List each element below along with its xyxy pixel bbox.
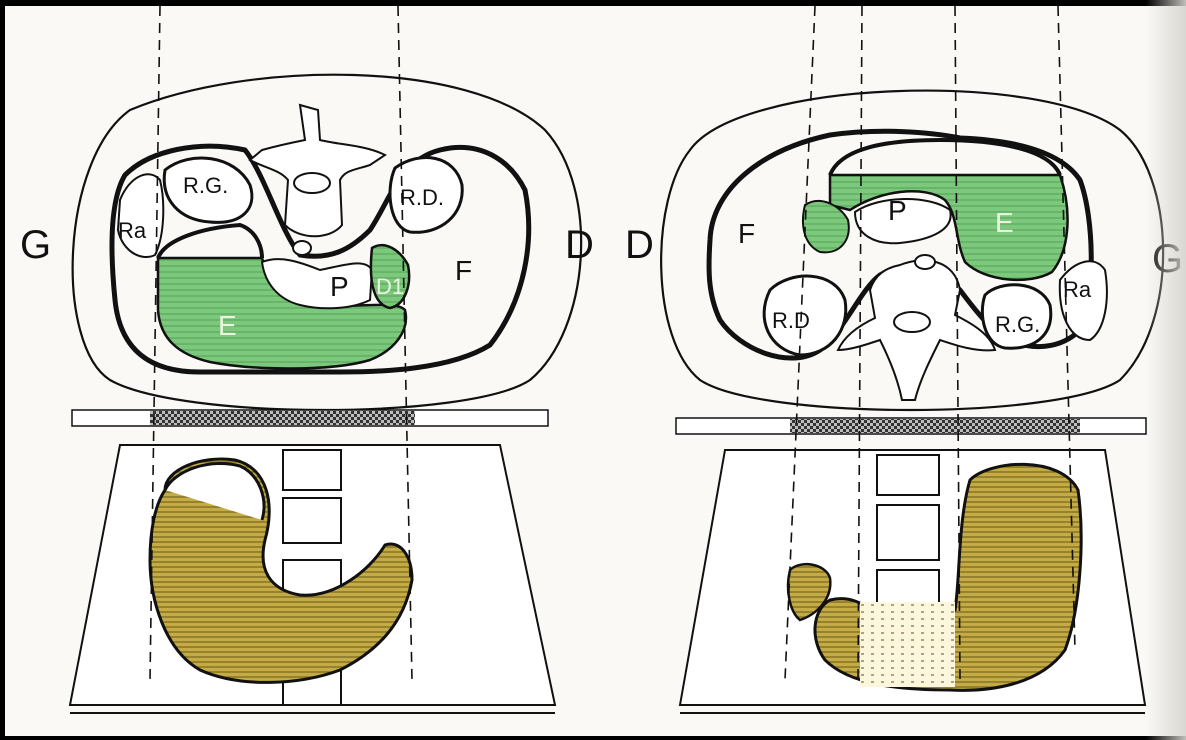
left-label-ra: Ra [118,218,147,243]
right-label-e: E [995,207,1014,238]
right-label-f: F [738,218,755,249]
right-label-rd: R.D [772,308,810,333]
right-label-ra: Ra [1063,277,1092,302]
right-side-d: D [625,223,654,267]
right-stomach-gas [860,602,955,687]
right-label-rg: R.G. [995,312,1040,337]
left-label-f: F [455,255,472,286]
top-border [0,0,1186,6]
left-label-rg: R.G. [183,173,228,198]
left-border [0,0,5,740]
left-label-d1: D1 [376,274,404,299]
right-label-p: P [888,195,907,226]
left-label-rd: R.D. [400,185,444,210]
left-vertebra [250,105,385,236]
left-radiograph [70,445,555,713]
right-side-g: G [1152,237,1183,281]
left-stomach-top-wall [158,225,262,258]
right-cross-section: D G F P E R.D R.G. Ra [625,91,1183,434]
left-side-g: G [20,223,51,267]
right-radiograph [680,450,1145,713]
left-table-shadow [150,411,415,425]
left-side-d: D [565,223,594,267]
left-label-p: P [330,271,349,302]
right-table-shadow [790,419,1080,433]
left-label-e: E [218,310,237,341]
left-cross-section: G D R.G. R.D. Ra P D1 F E [20,75,594,426]
bottom-border [0,736,1186,740]
